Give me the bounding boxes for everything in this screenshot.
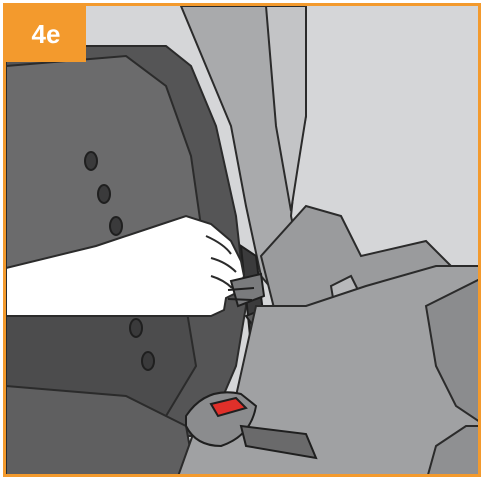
button-5 [142, 352, 154, 370]
button-1 [85, 152, 97, 170]
step-badge: 4e [6, 6, 86, 62]
button-4 [130, 319, 142, 337]
illustration-frame: 4e [3, 3, 481, 477]
button-2 [98, 185, 110, 203]
car-seat-illustration [6, 6, 481, 477]
step-label: 4e [32, 19, 61, 49]
button-3 [110, 217, 122, 235]
clip-line-2 [228, 299, 252, 300]
